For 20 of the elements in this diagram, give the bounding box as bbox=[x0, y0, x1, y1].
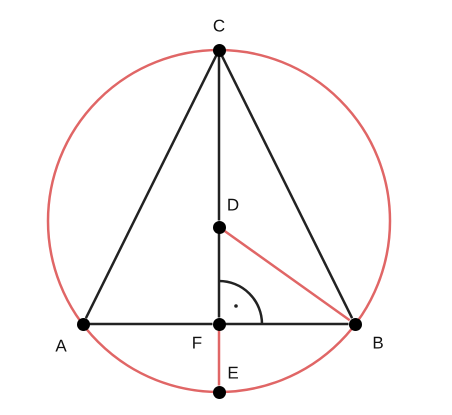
line-segment bbox=[218, 56, 220, 220]
point bbox=[212, 220, 226, 234]
point-label: F bbox=[192, 334, 202, 352]
line-segment bbox=[218, 234, 220, 318]
point-label: B bbox=[372, 334, 384, 352]
point bbox=[348, 318, 362, 330]
line-segment bbox=[84, 55, 218, 319]
line-segment bbox=[224, 230, 350, 322]
point-label: D bbox=[226, 196, 240, 214]
point bbox=[212, 44, 226, 56]
point bbox=[76, 318, 90, 330]
line-segment bbox=[226, 322, 348, 326]
line-segment bbox=[90, 322, 212, 326]
point-label: C bbox=[212, 18, 226, 34]
line-segment bbox=[218, 330, 220, 386]
point-label: E bbox=[227, 364, 239, 382]
point bbox=[212, 318, 226, 330]
point bbox=[212, 386, 226, 398]
line-segment bbox=[220, 55, 354, 319]
point-label: A bbox=[55, 338, 67, 354]
